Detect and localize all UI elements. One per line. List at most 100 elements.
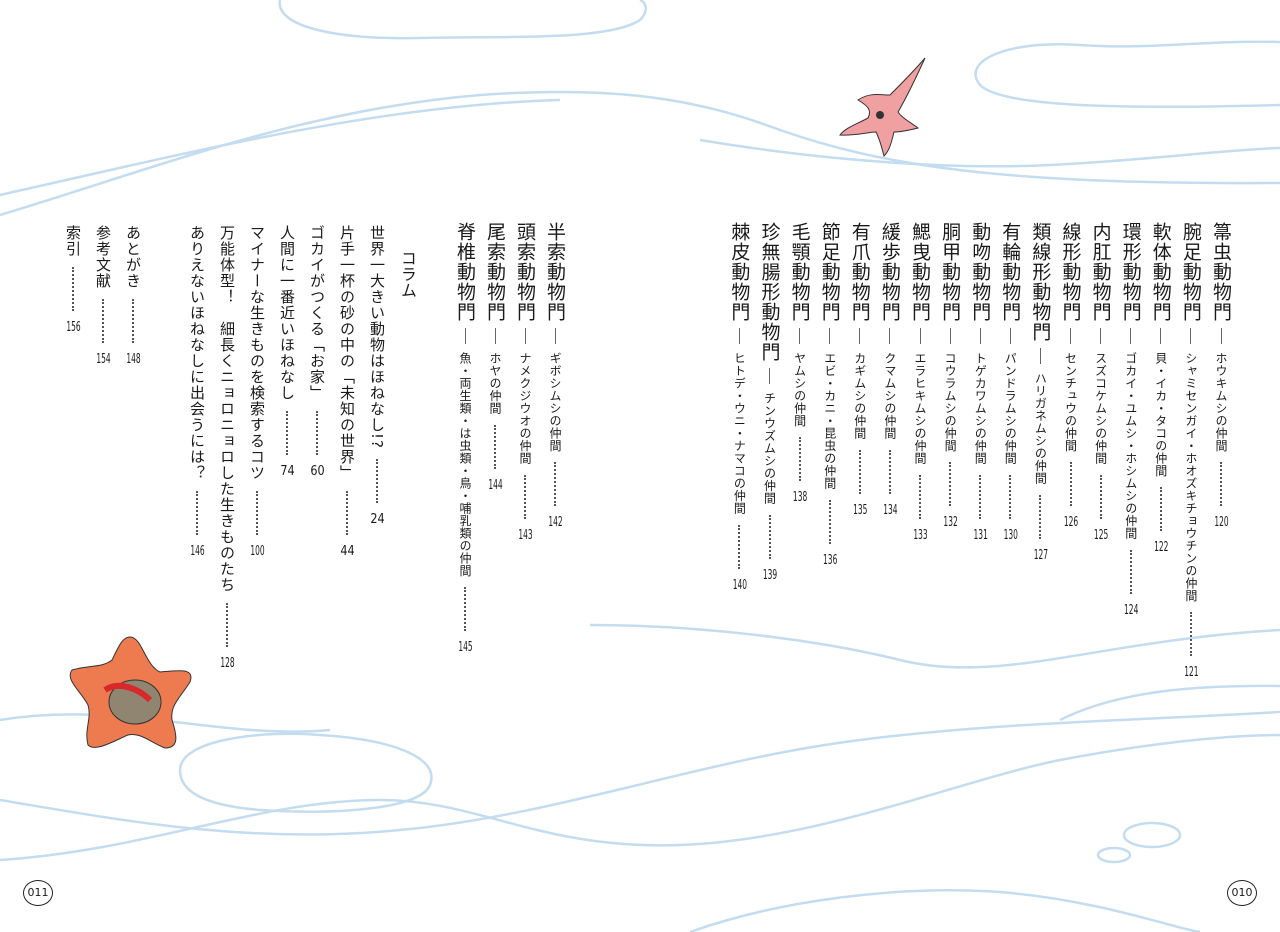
phylum-name: 軟体動物門 [1149, 222, 1172, 322]
toc-entry[interactable]: 索引 156 [61, 225, 85, 334]
dash-separator [1190, 328, 1192, 344]
page-ref-number: 134 [883, 503, 898, 517]
page-ref: 144 [488, 479, 502, 492]
phylum-members: チンウズムシの仲間 [762, 392, 777, 505]
page-ref: 136 [823, 554, 837, 567]
page-ref-number: 74 [280, 465, 295, 478]
phylum-members: 魚・両生類・は虫類・鳥・哺乳類の仲間 [458, 352, 472, 577]
page-ref: 143 [518, 529, 532, 542]
leader-dots [102, 299, 104, 343]
dash-separator [554, 328, 556, 344]
toc-entry[interactable]: 参考文献 154 [91, 225, 115, 366]
page-ref-number: 127 [1033, 548, 1049, 562]
page-ref: 127 [1033, 548, 1049, 562]
page-ref: 126 [1064, 516, 1078, 529]
leader-dots [1220, 462, 1222, 506]
phylum-members: クマムシの仲間 [882, 352, 897, 440]
dash-separator [1009, 328, 1011, 344]
toc-entry[interactable]: ゴカイがつくる「お家」60 [305, 225, 329, 478]
page-ref-number: 156 [66, 321, 81, 334]
page-ref-number: 138 [792, 491, 808, 504]
leader-dots [346, 491, 348, 535]
dash-separator [949, 328, 951, 344]
page-ref-number: 122 [1154, 541, 1169, 554]
phylum-name: 尾索動物門 [484, 222, 506, 322]
dash-separator [1070, 328, 1071, 344]
phylum-members: パンドラムシの仲間 [1003, 352, 1018, 465]
page-ref-number: 148 [126, 353, 141, 366]
phylum-name: 箒虫動物門 [1210, 222, 1232, 322]
dash-separator [769, 368, 770, 384]
leader-dots [738, 524, 741, 569]
page-ref: 135 [853, 504, 867, 517]
leader-dots [858, 449, 861, 494]
entry-title: 参考文献 [94, 225, 112, 289]
page-ref-number: 135 [853, 503, 868, 517]
toc-entry[interactable]: 珍無腸形動物門チンウズムシの仲間 139 [758, 222, 782, 582]
page-ref: 44 [340, 545, 354, 558]
toc-entry[interactable]: ありえないほねなしに出会うには？146 [185, 225, 209, 558]
leader-dots [286, 411, 288, 455]
page-ref: 140 [732, 579, 747, 592]
page-ref-number: 130 [1003, 528, 1018, 542]
phylum-name: 珍無腸形動物門 [758, 222, 781, 362]
phylum-name: 鰓曳動物門 [909, 222, 931, 322]
page-ref-number: 44 [340, 545, 355, 558]
page-number-right: 010 [1227, 880, 1257, 906]
entry-title: マイナーな生きものを検索するコツ [248, 225, 266, 481]
page-ref: 154 [96, 353, 110, 366]
phylum-members: ホウキムシの仲間 [1214, 352, 1228, 452]
leader-dots [919, 474, 921, 519]
leader-dots [1009, 474, 1012, 519]
phylum-name: 環形動物門 [1119, 222, 1142, 322]
phylum-name: 有爪動物門 [848, 222, 871, 322]
page-ref: 139 [763, 569, 777, 582]
page-ref: 122 [1154, 541, 1168, 554]
page-ref: 128 [220, 657, 234, 670]
dash-separator [1039, 348, 1041, 364]
phylum-members: ナメクジウオの仲間 [518, 352, 532, 465]
page-ref: 131 [973, 529, 988, 542]
page-ref: 74 [280, 465, 294, 478]
phylum-members: コウラムシの仲間 [943, 352, 958, 452]
leader-dots [979, 474, 982, 519]
phylum-name: 線形動物門 [1059, 222, 1082, 322]
toc-entry[interactable]: 世界一大きい動物はほねなし!?24 [365, 225, 389, 526]
dash-separator [1130, 328, 1132, 344]
dash-separator [738, 328, 740, 344]
leader-dots [132, 299, 134, 343]
phylum-members: ゴカイ・ユムシ・ホシムシの仲間 [1123, 352, 1138, 540]
leader-dots [798, 437, 801, 481]
page-ref: 125 [1094, 529, 1108, 542]
page-ref: 100 [250, 545, 264, 558]
page-ref-number: 142 [548, 516, 563, 529]
toc-entry[interactable]: 片手一杯の砂の中の「未知の世界」44 [335, 225, 359, 558]
toc-entry[interactable]: マイナーな生きものを検索するコツ 100 [245, 225, 269, 558]
phylum-members: ハリガネムシの仲間 [1033, 372, 1048, 485]
entry-title: ゴカイがつくる「お家」 [308, 225, 326, 401]
entry-title: 索引 [64, 225, 82, 257]
